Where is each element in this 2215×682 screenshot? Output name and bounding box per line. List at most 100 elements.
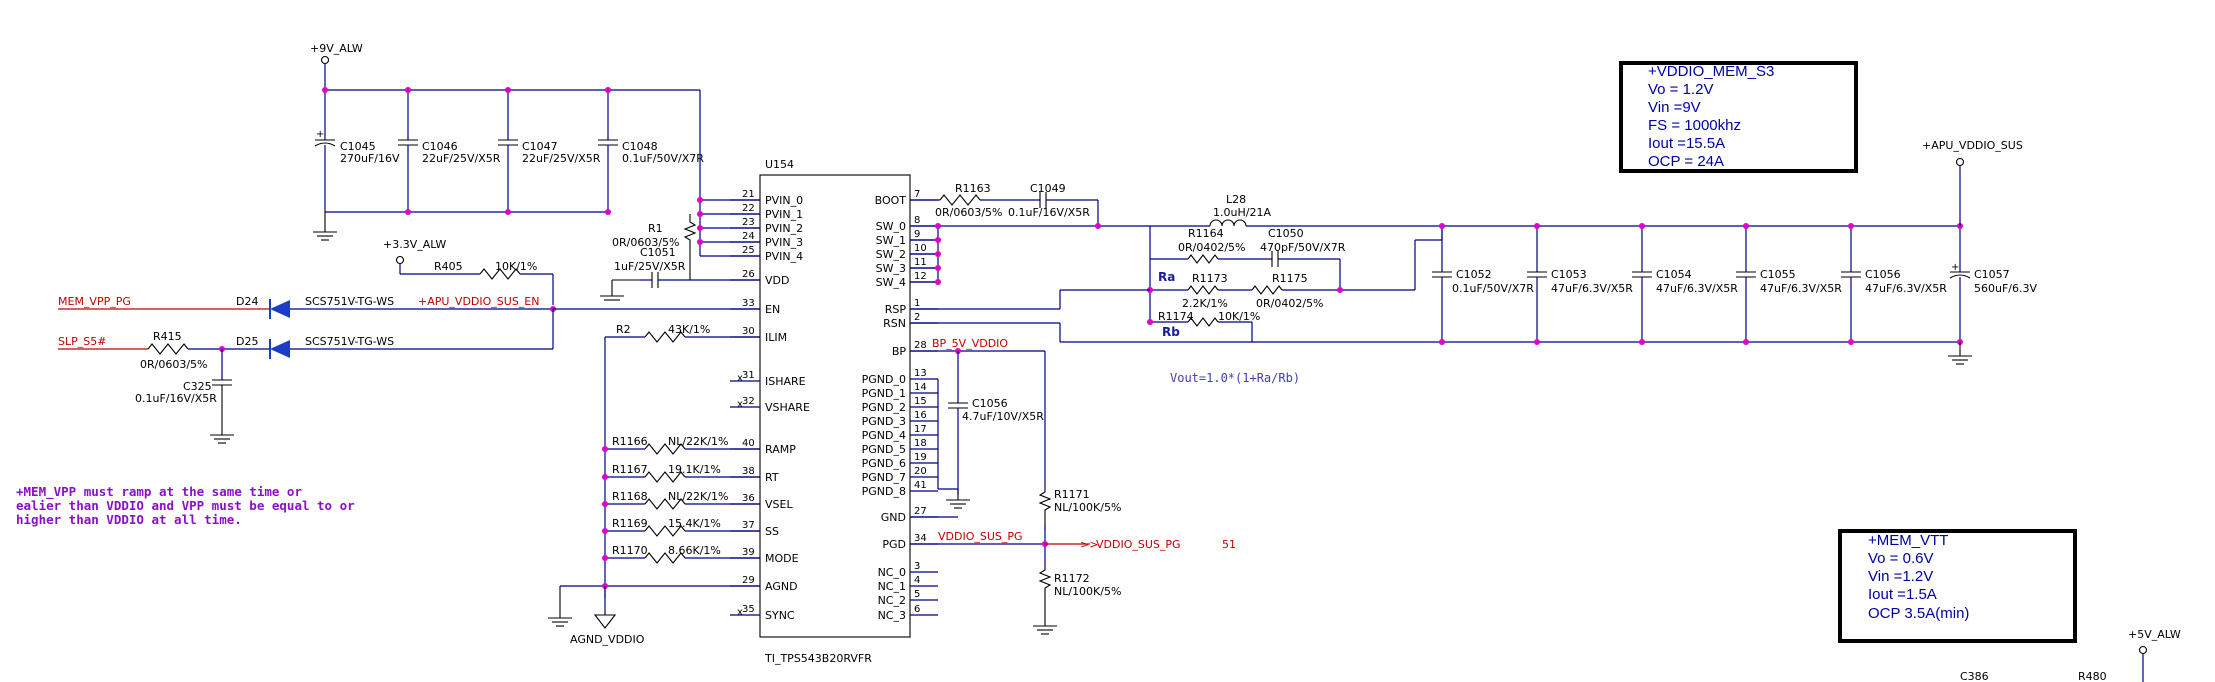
svg-text:AGND: AGND [765, 580, 798, 593]
svg-text:C325: C325 [183, 380, 212, 393]
svg-text:BP: BP [892, 345, 907, 358]
svg-text:NL/100K/5%: NL/100K/5% [1054, 501, 1121, 514]
svg-text:8: 8 [914, 215, 920, 226]
svg-text:R1169: R1169 [612, 517, 648, 530]
svg-text:12: 12 [914, 271, 927, 282]
svg-text:RAMP: RAMP [765, 443, 796, 456]
svg-text:R1168: R1168 [612, 490, 648, 503]
ic-part-label: TI_TPS543B20RVFR [764, 652, 872, 665]
svg-text:0R/0603/5%: 0R/0603/5% [612, 236, 680, 249]
svg-text:+5V_ALW: +5V_ALW [2128, 628, 2181, 641]
svg-text:D24: D24 [236, 295, 258, 308]
svg-text:BOOT: BOOT [875, 194, 907, 207]
svg-text:C1050: C1050 [1268, 227, 1304, 240]
svg-text:NL/22K/1%: NL/22K/1% [668, 490, 728, 503]
svg-text:21: 21 [742, 189, 755, 200]
svg-text:10K/1%: 10K/1% [495, 260, 537, 273]
ref-c386: C386 [1960, 670, 1989, 682]
svg-text:27: 27 [914, 506, 927, 517]
svg-text:PGND_2: PGND_2 [862, 401, 906, 414]
svg-text:470pF/50V/X7R: 470pF/50V/X7R [1260, 241, 1346, 254]
svg-text:SS: SS [765, 525, 779, 538]
design-note: +MEM_VPP must ramp at the same time or e… [16, 484, 355, 527]
svg-text:+MEM_VPP must ramp at the same: +MEM_VPP must ramp at the same time or [16, 484, 302, 500]
svg-text:30: 30 [742, 326, 755, 337]
svg-text:NC_2: NC_2 [878, 594, 906, 607]
svg-text:ILIM: ILIM [765, 331, 787, 344]
svg-text:C1046: C1046 [422, 140, 458, 153]
ic-body [759, 174, 911, 638]
svg-text:Iout =1.5A: Iout =1.5A [1868, 586, 1937, 603]
svg-text:NC_1: NC_1 [878, 580, 906, 593]
svg-text:4: 4 [914, 575, 920, 586]
ic-pin-nc-0: 3NC_0 [878, 561, 938, 579]
svg-text:PGD: PGD [882, 538, 906, 551]
svg-text:PVIN_1: PVIN_1 [765, 208, 803, 221]
svg-text:SW_0: SW_0 [876, 220, 906, 233]
svg-text:C1047: C1047 [522, 140, 558, 153]
svg-text:47uF/6.3V/X5R: 47uF/6.3V/X5R [1865, 282, 1947, 295]
rail-9v-port [320, 55, 330, 65]
svg-text:5: 5 [914, 589, 920, 600]
svg-text:RSN: RSN [883, 317, 906, 330]
offpage-page-number: 51 [1222, 538, 1236, 551]
svg-text:0.1uF/50V/X7R: 0.1uF/50V/X7R [1452, 282, 1534, 295]
svg-text:R415: R415 [153, 330, 182, 343]
svg-text:R1173: R1173 [1192, 272, 1228, 285]
svg-text:SYNC: SYNC [765, 609, 795, 622]
svg-text:16: 16 [914, 410, 927, 421]
svg-text:11: 11 [914, 257, 927, 268]
svg-text:SCS751V-TG-WS: SCS751V-TG-WS [305, 335, 394, 348]
svg-text:0R/0402/5%: 0R/0402/5% [1178, 241, 1246, 254]
label-ra: Ra [1158, 270, 1175, 284]
svg-text:33: 33 [742, 298, 755, 309]
svg-text:PVIN_4: PVIN_4 [765, 250, 803, 263]
svg-text:x: x [737, 607, 743, 618]
svg-text:0.1uF/50V/X7R: 0.1uF/50V/X7R [622, 152, 704, 165]
svg-text:38: 38 [742, 466, 755, 477]
svg-text:OCP 3.5A(min): OCP 3.5A(min) [1868, 605, 1969, 622]
svg-text:C1056: C1056 [1865, 268, 1901, 281]
svg-text:C1049: C1049 [1030, 182, 1066, 195]
svg-text:R1172: R1172 [1054, 572, 1090, 585]
svg-text:SW_3: SW_3 [876, 262, 906, 275]
svg-text:14: 14 [914, 382, 927, 393]
svg-text:22uF/25V/X5R: 22uF/25V/X5R [522, 152, 601, 165]
svg-text:PGND_7: PGND_7 [862, 471, 906, 484]
label-rb: Rb [1162, 325, 1180, 339]
offpage-vddio-sus-pg: VDDIO_SUS_PG [1096, 538, 1181, 551]
svg-text:MODE: MODE [765, 552, 799, 565]
svg-text:17: 17 [914, 424, 927, 435]
svg-text:+: + [316, 129, 324, 140]
svg-text:+MEM_VTT: +MEM_VTT [1868, 532, 1948, 549]
rail-3v3-label: +3.3V_ALW [383, 238, 446, 251]
svg-text:C1048: C1048 [622, 140, 658, 153]
svg-text:32: 32 [742, 396, 755, 407]
svg-text:VSEL: VSEL [765, 498, 793, 511]
svg-text:PGND_8: PGND_8 [862, 485, 906, 498]
spec-box-mem-s3: +VDDIO_MEM_S3 Vo = 1.2V Vin =9V FS = 100… [1619, 61, 1858, 173]
svg-text:FS = 1000khz: FS = 1000khz [1648, 117, 1741, 134]
svg-text:43K/1%: 43K/1% [668, 323, 710, 336]
svg-text:PGND_3: PGND_3 [862, 415, 906, 428]
svg-text:+VDDIO_MEM_S3: +VDDIO_MEM_S3 [1648, 63, 1774, 80]
svg-text:47uF/6.3V/X5R: 47uF/6.3V/X5R [1551, 282, 1633, 295]
